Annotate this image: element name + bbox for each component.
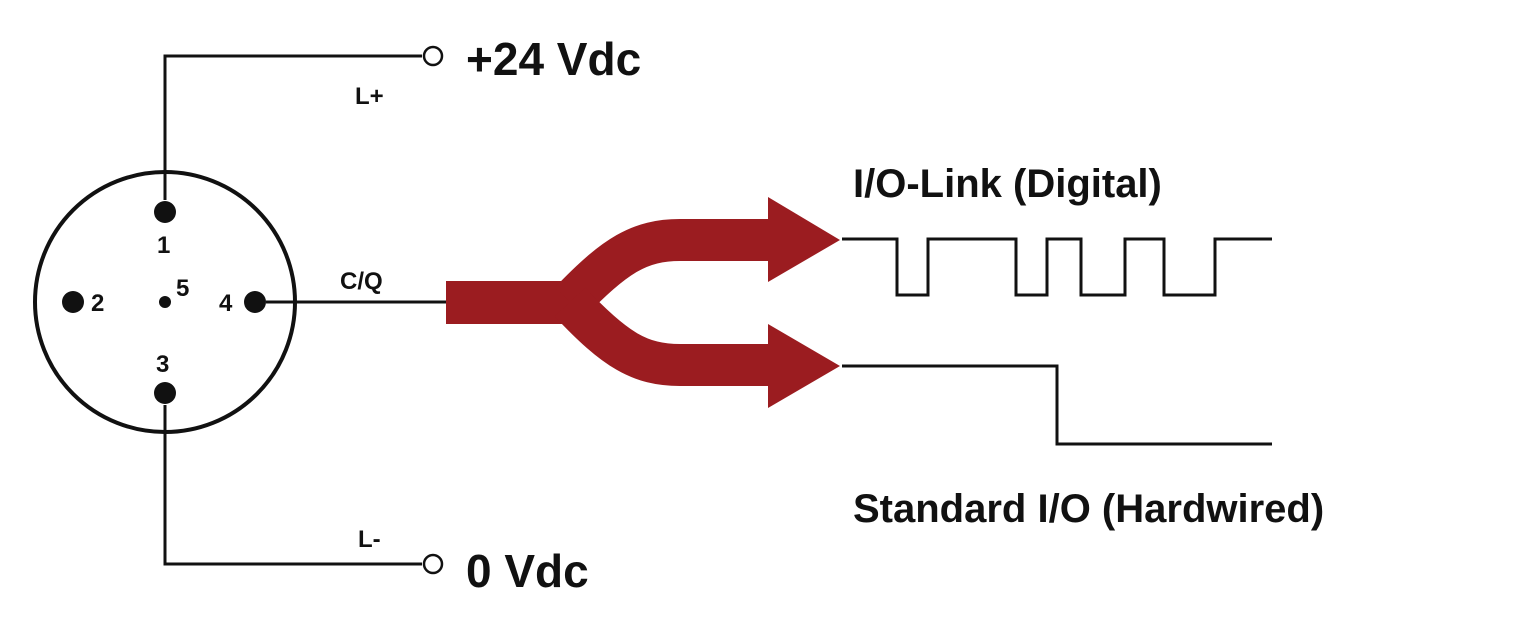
- l-minus-label: L-: [358, 526, 381, 553]
- pin-3-label: 3: [156, 351, 169, 378]
- pin-1-dot: [154, 201, 176, 223]
- pin-4-label: 4: [219, 290, 233, 317]
- pin-4-dot: [244, 291, 266, 313]
- hardwired-output-label: Standard I/O (Hardwired): [853, 487, 1324, 531]
- split-arrow: [446, 197, 840, 408]
- digital-waveform: [842, 237, 1272, 297]
- pin-5-dot: [159, 296, 171, 308]
- split-arrow-upper-branch: [554, 219, 775, 317]
- pin-2-dot: [62, 291, 84, 313]
- pin-5-label: 5: [176, 275, 189, 302]
- hardwired-waveform: [842, 364, 1272, 446]
- digital-output-label: I/O-Link (Digital): [853, 162, 1162, 206]
- negative-terminal: [422, 553, 444, 575]
- negative-supply-label: 0 Vdc: [466, 545, 589, 597]
- split-arrow-lower-branch: [554, 287, 775, 386]
- pin-2-label: 2: [91, 290, 104, 317]
- upper-arrow-head: [768, 197, 840, 282]
- l-plus-label: L+: [355, 83, 384, 110]
- positive-terminal: [422, 45, 444, 67]
- pin-1-label: 1: [157, 232, 170, 259]
- pin-3-dot: [154, 382, 176, 404]
- cq-label: C/Q: [340, 268, 383, 295]
- positive-supply-label: +24 Vdc: [466, 33, 641, 85]
- l-plus-wire: [163, 54, 422, 200]
- lower-arrow-head: [768, 324, 840, 408]
- l-minus-wire: [163, 405, 422, 566]
